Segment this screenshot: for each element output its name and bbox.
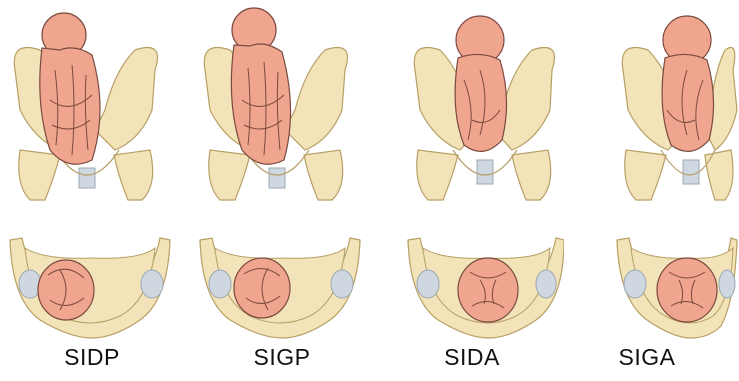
panel-label: SIDP (0, 344, 184, 371)
pelvis-inlet-view (617, 238, 737, 338)
sigp-illustration (190, 0, 374, 381)
sidp-illustration (0, 0, 184, 381)
siga-illustration (555, 0, 739, 381)
fetus-posterior (231, 8, 290, 164)
panel-siga: SIGA (555, 0, 739, 381)
panel-label: SIGP (190, 344, 374, 371)
panel-label: SIGA (555, 344, 739, 371)
pelvis-inlet-view (408, 238, 564, 338)
panel-sidp: SIDP (0, 0, 184, 381)
fetus-anterior (455, 16, 506, 151)
panel-sigp: SIGP (190, 0, 374, 381)
panel-sida: SIDA (380, 0, 564, 381)
fetus-posterior (40, 13, 100, 164)
pelvis-inlet-view (200, 238, 360, 338)
pelvis-inlet-view (10, 238, 170, 338)
panel-label: SIDA (380, 344, 564, 371)
fetus-anterior (662, 16, 713, 151)
sida-illustration (380, 0, 564, 381)
